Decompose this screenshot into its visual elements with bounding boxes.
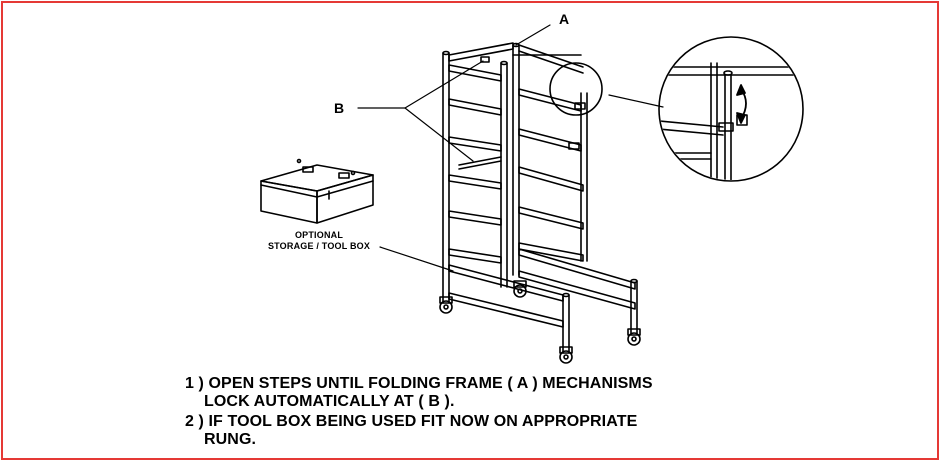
caster-wheel-icon xyxy=(439,280,641,364)
tool-box-label-line2: STORAGE / TOOL BOX xyxy=(267,241,371,251)
instruction-1-line2: LOCK AUTOMATICALLY AT ( B ). xyxy=(204,393,455,410)
magnified-detail xyxy=(658,36,804,182)
back-frame xyxy=(512,44,588,276)
tool-box-label: OPTIONAL STORAGE / TOOL BOX xyxy=(251,230,387,252)
instruction-2: 2 ) IF TOOL BOX BEING USED FIT NOW ON AP… xyxy=(185,413,637,449)
instruction-1-line1: 1 ) OPEN STEPS UNTIL FOLDING FRAME ( A )… xyxy=(185,375,653,392)
instruction-2-line2: RUNG. xyxy=(204,431,257,448)
label-b: B xyxy=(334,100,345,116)
rotation-arrow-icon xyxy=(736,84,747,124)
label-a: A xyxy=(559,11,570,27)
instruction-2-line1: 2 ) IF TOOL BOX BEING USED FIT NOW ON AP… xyxy=(185,413,638,430)
scaffold-diagram xyxy=(260,24,804,364)
tool-box-label-line1: OPTIONAL xyxy=(294,230,344,240)
hinge-points xyxy=(480,56,586,150)
leader-lines xyxy=(357,24,664,272)
front-frame xyxy=(442,42,520,304)
tool-box xyxy=(260,158,374,224)
detail-marker xyxy=(549,62,603,116)
instruction-1: 1 ) OPEN STEPS UNTIL FOLDING FRAME ( A )… xyxy=(185,375,653,411)
base-stabilisers xyxy=(448,156,638,354)
